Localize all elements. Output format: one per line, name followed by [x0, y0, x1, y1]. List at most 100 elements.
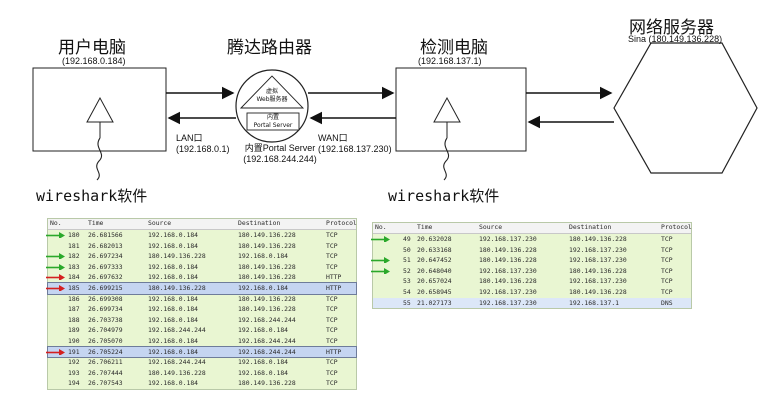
packet-source: 180.149.136.228	[479, 277, 537, 286]
packet-row[interactable]: 53 20.657024 180.149.136.228 192.168.137.23…	[373, 276, 691, 287]
packet-protocol: HTTP	[326, 283, 342, 292]
packet-protocol: TCP	[326, 231, 338, 239]
packet-destination: 192.168.244.244	[238, 336, 296, 345]
packet-protocol: TCP	[326, 294, 338, 303]
packet-source: 192.168.0.184	[148, 315, 199, 324]
server-hexagon	[613, 42, 758, 174]
left-packet-list[interactable]: No. Time Source Destination Protocol 180…	[46, 218, 357, 390]
packet-time: 26.707444	[88, 368, 123, 377]
wireshark-right-label: wireshark软件	[388, 187, 500, 205]
packet-protocol: TCP	[661, 235, 673, 243]
packet-time: 26.682013	[88, 241, 123, 250]
packet-no: 53	[403, 277, 411, 286]
user-pc-capture-link	[96, 137, 103, 181]
packet-source: 192.168.0.184	[148, 336, 199, 345]
red-marker-arrow-icon	[46, 348, 65, 355]
green-marker-arrow-icon	[46, 263, 65, 270]
packet-destination: 180.149.136.228	[569, 235, 627, 243]
packet-time: 26.704979	[88, 326, 123, 335]
packet-source: 180.149.136.228	[479, 245, 537, 254]
packet-destination: 192.168.137.230	[569, 245, 627, 254]
green-marker-arrow-icon	[371, 257, 390, 264]
packet-destination: 192.168.0.184	[238, 252, 289, 261]
packet-time: 26.697632	[88, 273, 123, 282]
col-destination-header: Destination	[569, 223, 612, 231]
packet-no: 193	[68, 368, 80, 377]
packet-time: 20.657024	[417, 277, 452, 286]
packet-no: 51	[403, 256, 411, 265]
packet-protocol: TCP	[326, 336, 338, 345]
green-marker-arrow-icon	[371, 236, 390, 242]
packet-time: 26.697333	[88, 262, 123, 271]
lan-port-label: LAN口 (192.168.0.1)	[176, 133, 230, 154]
packet-destination: 180.149.136.228	[238, 262, 296, 271]
wireshark-left-label: wireshark软件	[36, 187, 148, 205]
portal-server-label: 内置Portal Server (192.168.244.244)	[243, 143, 317, 164]
packet-row[interactable]: 190 26.705070 192.168.0.184 192.168.244.244…	[48, 336, 356, 347]
packet-destination: 192.168.137.230	[569, 277, 627, 286]
packet-protocol: TCP	[326, 368, 338, 377]
packet-source: 192.168.137.230	[479, 298, 537, 307]
packet-destination: 192.168.0.184	[238, 358, 289, 367]
monitor-pc-title: 检测电脑	[420, 38, 488, 58]
router-portal-label: 内置 Portal Server	[253, 114, 293, 129]
packet-protocol: TCP	[661, 266, 673, 275]
network-diagram	[32, 42, 758, 181]
packet-time: 26.705224	[88, 347, 123, 356]
col-time-header: Time	[417, 223, 433, 231]
packet-protocol: HTTP	[326, 273, 342, 282]
packet-protocol: TCP	[326, 262, 338, 271]
packet-source: 192.168.0.184	[148, 347, 199, 356]
packet-protocol: HTTP	[326, 347, 342, 356]
router-virtual-server-shape	[239, 75, 305, 109]
packet-source: 192.168.137.230	[479, 266, 537, 275]
packet-time: 26.697234	[88, 252, 123, 261]
packet-destination: 192.168.244.244	[238, 315, 296, 324]
packet-no: 183	[68, 262, 80, 271]
green-marker-arrow-icon	[371, 267, 390, 274]
packet-source: 192.168.137.230	[479, 235, 537, 243]
packet-no: 186	[68, 294, 80, 303]
packet-destination: 192.168.137.1	[569, 298, 620, 307]
left-packet-list-header: No. Time Source Destination Protocol	[48, 219, 357, 230]
packet-destination: 180.149.136.228	[238, 294, 296, 303]
packet-time: 26.705070	[88, 336, 123, 345]
packet-time: 20.647452	[417, 256, 452, 265]
packet-time: 26.699308	[88, 294, 123, 303]
packet-source: 192.168.0.184	[148, 231, 199, 239]
packet-protocol: TCP	[661, 287, 673, 296]
monitor-pc-box	[395, 67, 527, 152]
col-no-header: No.	[50, 219, 62, 227]
green-marker-arrow-icon	[46, 253, 65, 260]
packet-no: 191	[68, 347, 80, 356]
packet-destination: 180.149.136.228	[569, 287, 627, 296]
packet-time: 26.699215	[88, 283, 123, 292]
user-pc-title: 用户电脑	[58, 38, 126, 58]
packet-no: 190	[68, 336, 80, 345]
packet-source: 180.149.136.228	[148, 368, 206, 377]
packet-time: 20.648040	[417, 266, 452, 275]
packet-protocol: TCP	[326, 379, 338, 388]
packet-destination: 192.168.0.184	[238, 326, 289, 335]
